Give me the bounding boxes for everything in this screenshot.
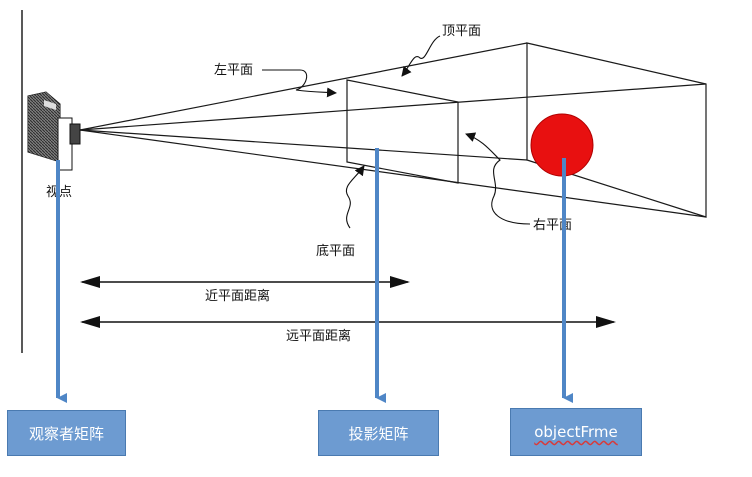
near-distance-label: 近平面距离 bbox=[205, 288, 270, 304]
left-plane-label: 左平面 bbox=[214, 63, 253, 78]
bottom-plane-label: 底平面 bbox=[316, 243, 355, 259]
right-plane-label: 右平面 bbox=[533, 218, 572, 233]
observer-matrix-label: 观察者矩阵 bbox=[28, 424, 104, 443]
object-frame-label: objectFrme bbox=[534, 423, 618, 441]
far-distance-label: 远平面距离 bbox=[286, 328, 351, 344]
near-distance-arrow bbox=[80, 276, 410, 288]
observer-matrix-box: 观察者矩阵 bbox=[7, 410, 126, 456]
far-distance-arrow bbox=[80, 316, 616, 328]
projection-matrix-box: 投影矩阵 bbox=[318, 410, 439, 456]
camera-icon bbox=[27, 91, 81, 171]
top-plane-label: 顶平面 bbox=[442, 24, 481, 39]
frustum-lines bbox=[79, 42, 707, 218]
object-frame-box: objectFrme bbox=[510, 408, 642, 456]
label-pointers bbox=[262, 35, 531, 229]
projection-matrix-label: 投影矩阵 bbox=[348, 424, 409, 443]
blue-arrows bbox=[56, 148, 573, 403]
